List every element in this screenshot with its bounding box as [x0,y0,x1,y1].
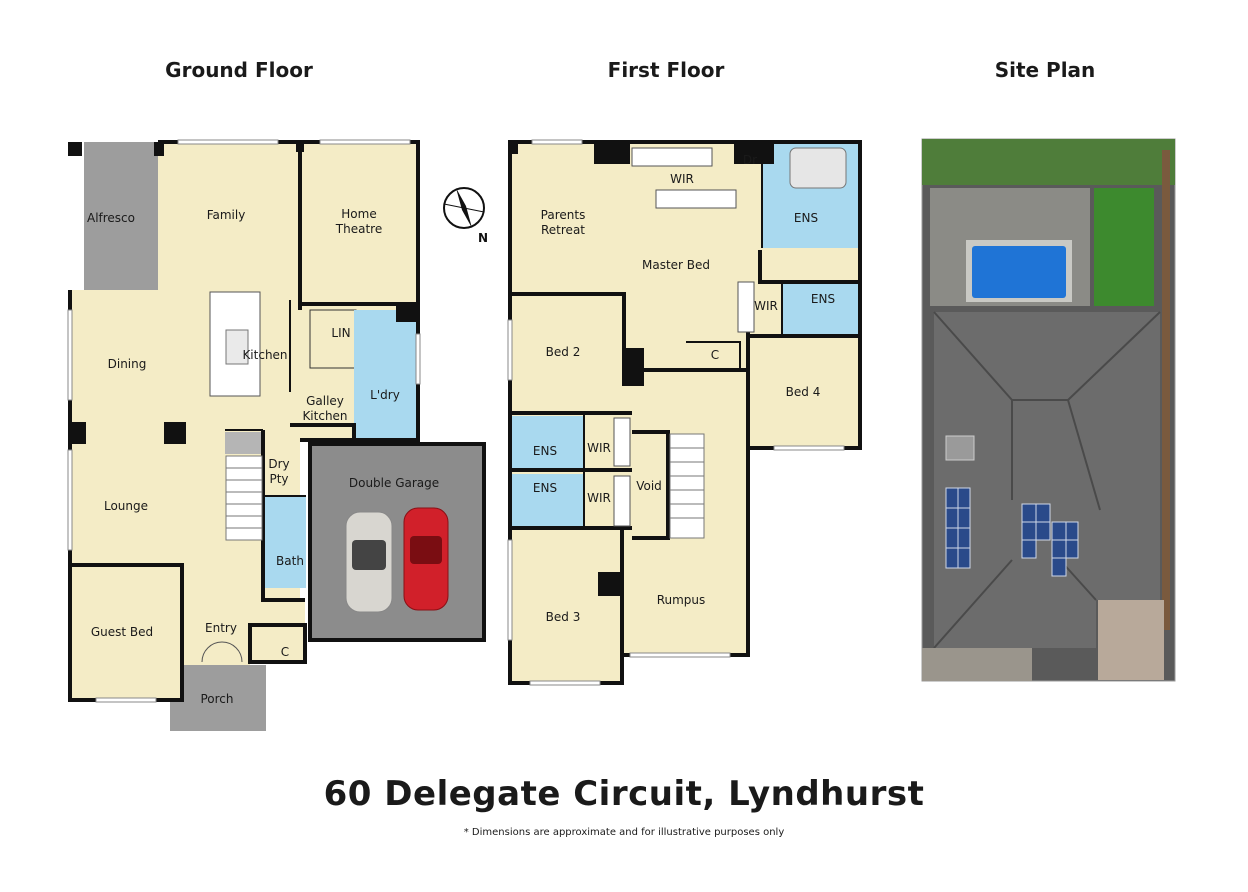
north-label: N [478,231,488,245]
dining-label: Dining [108,357,147,371]
dr-label: Dr [743,153,757,167]
site-plan-heading: Site Plan [994,58,1096,82]
galley-kitchen-label-1: Galley [306,394,344,408]
first-floor-stairs [669,433,705,539]
roof-area [934,312,1160,648]
bed4-ens-label: ENS [811,292,835,306]
parents-retreat-label-2: Retreat [541,223,585,237]
alfresco-label: Alfresco [87,211,135,225]
master-wir-label: WIR [670,172,694,186]
lin-label: LIN [331,326,350,340]
laundry-area [354,310,418,444]
bed3-ensuite-area [512,474,584,528]
dry-pty-label-2: Pty [269,472,288,486]
home-theatre-label-2: Theatre [335,222,382,236]
bed2-label: Bed 2 [546,345,581,359]
bed4-ensuite-area [782,282,860,334]
dry-pty-label-1: Dry [268,457,289,471]
cupboard-label: C [281,645,289,659]
ground-stairs [225,455,263,541]
bath-label: Bath [276,554,304,568]
alfresco-area [84,142,158,290]
master-ens-label: ENS [794,211,818,225]
bed4-label: Bed 4 [786,385,821,399]
porch-label: Porch [200,692,233,706]
driveway-area [1098,600,1164,680]
ground-floor-footprint [70,142,418,700]
garage-car-red [403,507,449,611]
disclaimer-note: * Dimensions are approximate and for ill… [463,827,785,838]
lounge-label: Lounge [104,499,148,513]
laundry-label: L'dry [370,388,400,402]
home-theatre-label-1: Home [341,207,376,221]
family-label: Family [207,208,246,222]
double-garage-label: Double Garage [349,476,439,490]
garage-area [310,444,484,640]
parents-retreat-label-1: Parents [541,208,586,222]
entry-label: Entry [205,621,237,635]
first-floor-plan [507,139,862,686]
bed3-ens-label: ENS [533,481,557,495]
first-floor-heading: First Floor [607,58,725,82]
master-wir-shelves [613,147,755,527]
kitchen-label: Kitchen [242,348,287,362]
bed3-label: Bed 3 [546,610,581,624]
rumpus-label: Rumpus [657,593,706,607]
first-floor-footprint [510,142,860,683]
void-label: Void [636,479,662,493]
galley-kitchen-label-2: Kitchen [302,409,347,423]
site-plan-aerial-image [921,138,1176,682]
bed4-wir-label: WIR [754,299,778,313]
first-cupboard-label: C [711,348,719,362]
property-address: 60 Delegate Circuit, Lyndhurst [323,774,925,814]
bed2-wir-label: WIR [587,441,611,455]
north-arrow-icon: N [443,187,488,245]
bed2-ens-label: ENS [533,444,557,458]
pool-area [972,246,1066,298]
garage-car-white [345,511,393,613]
ground-floor-plan [67,139,486,731]
bath-area [262,496,306,588]
bed3-wir-label: WIR [587,491,611,505]
lawn-area [1094,188,1154,306]
bed2-ensuite-area [512,416,584,468]
solar-panels [945,487,1079,577]
guest-bed-label: Guest Bed [91,625,153,639]
master-bed-label: Master Bed [642,258,710,272]
porch-area [170,665,266,731]
ground-floor-heading: Ground Floor [165,58,313,82]
